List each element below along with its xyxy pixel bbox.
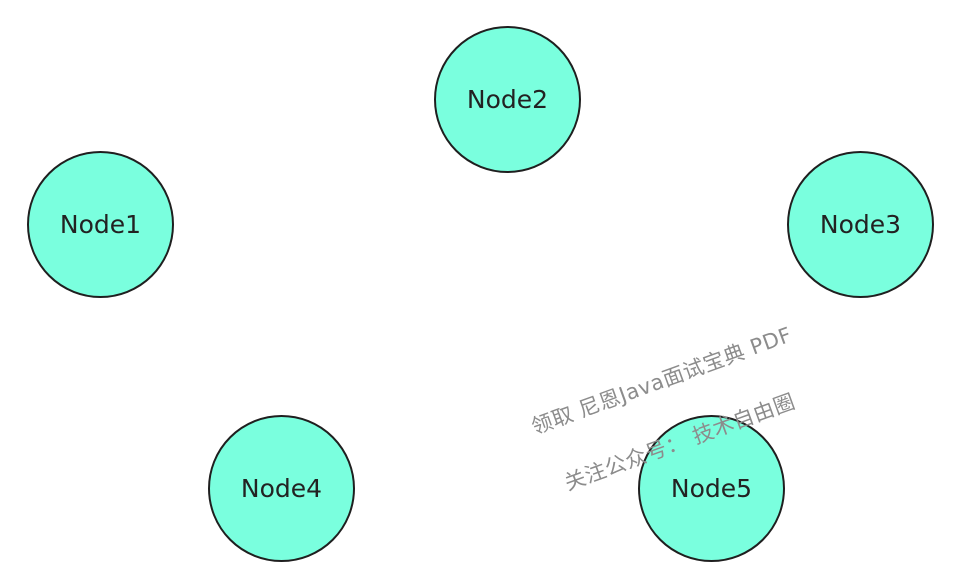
node-2: Node2 xyxy=(434,26,581,173)
node-4: Node4 xyxy=(208,415,355,562)
node-3: Node3 xyxy=(787,151,934,298)
node-5: Node5 xyxy=(638,415,785,562)
node-1: Node1 xyxy=(27,151,174,298)
